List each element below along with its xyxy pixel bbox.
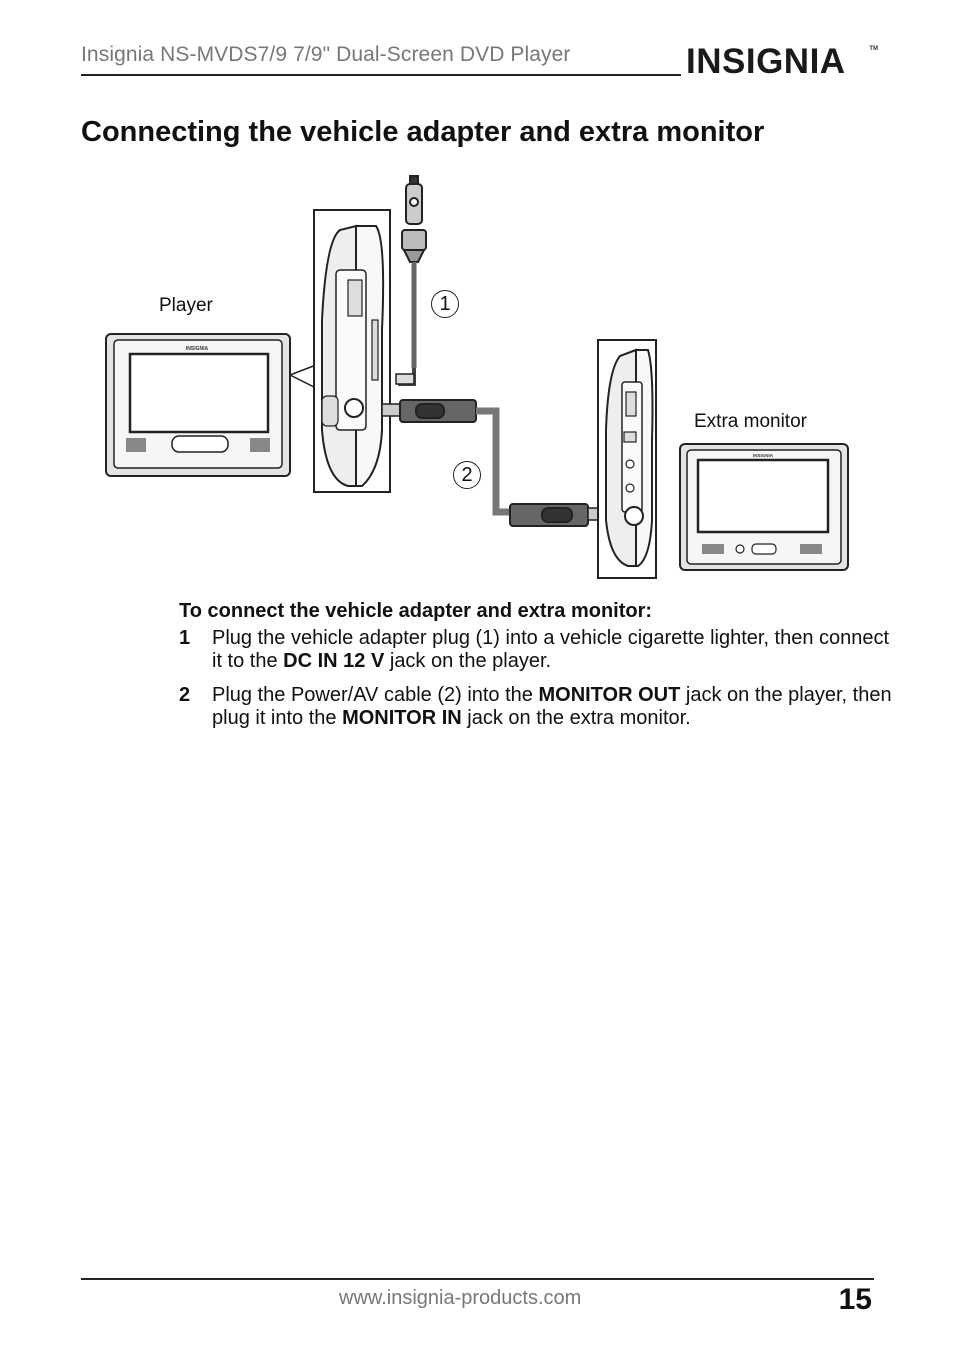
step-number: 2 — [179, 684, 191, 706]
procedure-heading: To connect the vehicle adapter and extra… — [179, 600, 653, 622]
connection-diagram: INSIGNIA — [100, 170, 860, 585]
page-number: 15 — [838, 1283, 872, 1316]
player-unit: INSIGNIA — [105, 333, 291, 477]
footer-url: www.insignia-products.com — [339, 1287, 582, 1309]
procedure: To connect the vehicle adapter and extra… — [179, 600, 899, 741]
extra-monitor-side-panel — [597, 339, 657, 579]
insignia-logo: INSIGNIA TM — [686, 38, 878, 88]
step-jack-name: DC IN 12 V — [283, 650, 385, 672]
running-header-title: Insignia NS-MVDS7/9 7/9" Dual-Screen DVD… — [81, 43, 571, 66]
extra-monitor-unit: INSIGNIA — [679, 443, 849, 571]
logo-wordmark: INSIGNIA — [686, 42, 846, 81]
callout-1: 1 — [431, 290, 459, 318]
step-text: jack on the player. — [384, 650, 552, 672]
callout-2: 2 — [453, 461, 481, 489]
logo-trademark: TM — [869, 46, 878, 52]
svg-text:INSIGNIA: INSIGNIA — [753, 453, 774, 458]
svg-text:INSIGNIA: INSIGNIA — [186, 346, 209, 352]
connection-illustration: INSIGNIA — [105, 175, 849, 579]
step-number: 1 — [179, 627, 191, 649]
step-text: jack on the extra monitor. — [461, 707, 691, 729]
step-text: jack on the player, then plug it into th… — [212, 684, 892, 729]
step-text: Plug the vehicle adapter plug (1) into a… — [212, 627, 890, 672]
power-av-cable — [381, 399, 601, 527]
footer-rule — [81, 1278, 874, 1280]
step-jack-name: MONITOR OUT — [538, 684, 681, 706]
section-title: Connecting the vehicle adapter and extra… — [81, 116, 765, 148]
step-text: Plug the Power/AV cable (2) into the — [212, 684, 539, 706]
step-jack-name: MONITOR IN — [342, 707, 462, 729]
header-rule — [81, 74, 681, 76]
procedure-step-1: 1 Plug the vehicle adapter plug (1) into… — [179, 627, 899, 673]
label-player: Player — [159, 295, 213, 316]
vehicle-adapter-plug — [395, 175, 427, 386]
player-side-panel — [313, 209, 391, 493]
procedure-steps: 1 Plug the vehicle adapter plug (1) into… — [179, 627, 899, 730]
procedure-step-2: 2 Plug the Power/AV cable (2) into the M… — [179, 684, 899, 730]
label-extra-monitor: Extra monitor — [694, 411, 807, 432]
